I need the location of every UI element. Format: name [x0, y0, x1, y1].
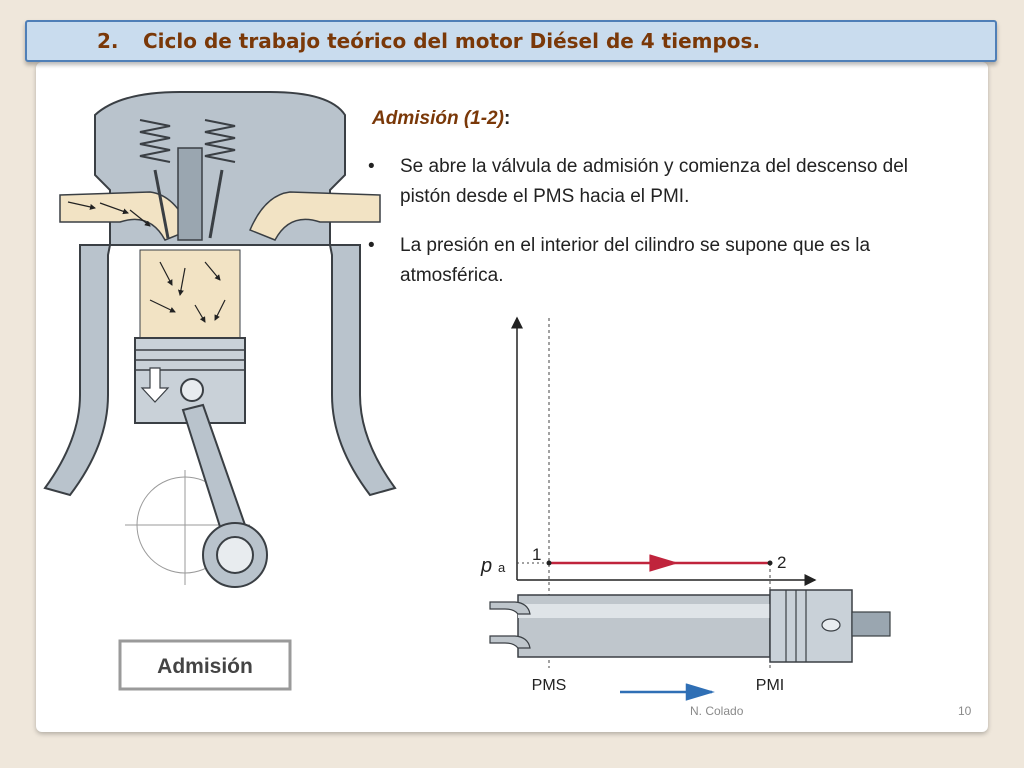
page-number: 10	[958, 704, 972, 718]
intake-valve-stem	[153, 169, 170, 239]
cylinder-air-charge	[139, 249, 241, 341]
schematic-piston-rings	[785, 590, 807, 662]
cylinder-wall-right	[328, 244, 397, 497]
bullet-text: Se abre la válvula de admisión y comienz…	[400, 156, 909, 207]
exhaust-valve-stem	[208, 169, 224, 239]
pressure-symbol: p	[480, 555, 492, 577]
engine-label-box	[118, 639, 292, 691]
title-number: 2.	[97, 29, 119, 53]
piston-down-arrow	[140, 367, 170, 403]
schematic-intake-valve	[489, 601, 531, 615]
point-1-label: 1	[532, 545, 541, 564]
valve-springs	[139, 119, 236, 163]
point-2-marker	[767, 560, 773, 566]
piston-pin	[180, 378, 204, 402]
crankpin	[216, 536, 254, 574]
point-1-marker	[546, 560, 552, 566]
schematic-exhaust-valve	[489, 635, 531, 649]
section-heading-text: Admisión (1-2)	[372, 108, 504, 129]
cylinder-wall-left	[43, 244, 112, 497]
section-heading: Admisión (1-2):	[372, 108, 510, 130]
schematic-connecting-rod	[851, 611, 891, 637]
pressure-subscript: a	[498, 560, 506, 575]
footer-author: N. Colado	[690, 704, 744, 718]
point-2-label: 2	[777, 553, 786, 572]
bullet-item: • Se abre la válvula de admisión y comie…	[368, 152, 958, 212]
bullet-marker: •	[368, 235, 375, 256]
schematic-piston-pin	[821, 618, 841, 632]
injector	[177, 147, 203, 241]
pms-label: PMS	[532, 677, 567, 694]
slide-title: Ciclo de trabajo teórico del motor Diése…	[143, 29, 761, 53]
engine-label: Admisión	[157, 655, 253, 678]
exhaust-port	[249, 191, 381, 241]
bullet-item: • La presión en el interior del cilindro…	[368, 231, 958, 291]
slide-title-bar: 2. Ciclo de trabajo teórico del motor Di…	[25, 20, 997, 62]
heading-colon: :	[503, 108, 511, 129]
bullet-text: La presión en el interior del cilindro s…	[400, 235, 871, 286]
air-flow-arrows	[67, 201, 226, 323]
pmi-label: PMI	[756, 677, 784, 694]
bullet-marker: •	[368, 156, 375, 177]
schematic-cylinder-highlight	[518, 604, 770, 618]
